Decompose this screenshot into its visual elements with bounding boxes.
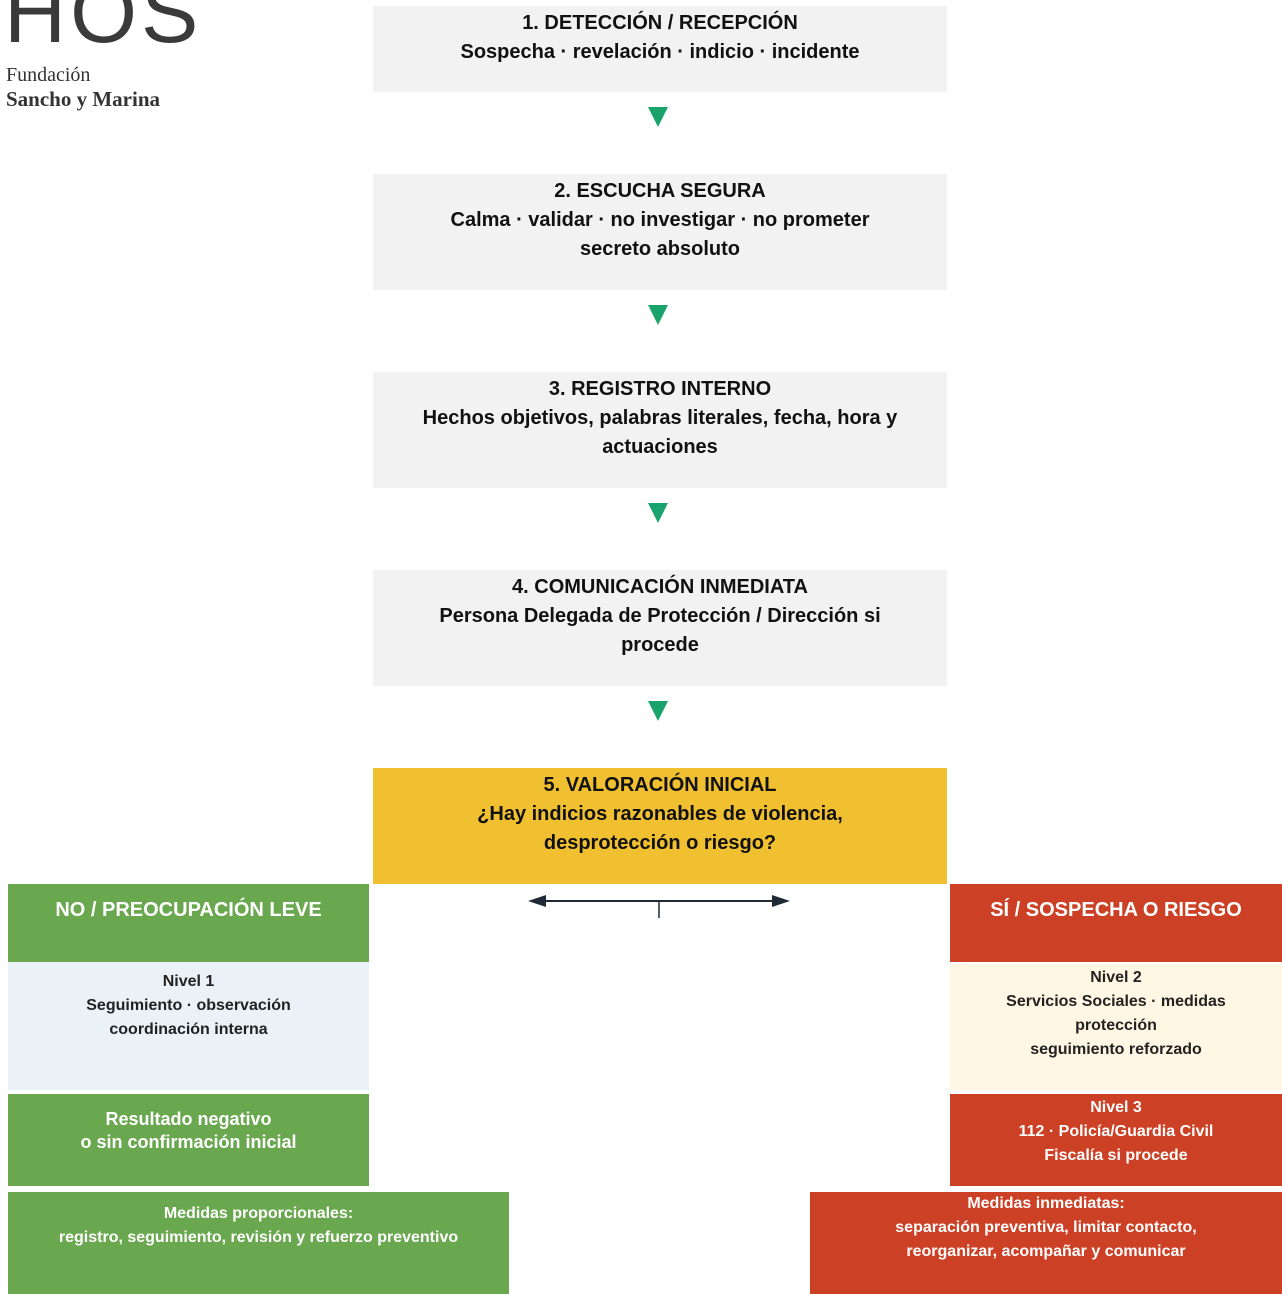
level-text: protección (1075, 1017, 1157, 1034)
level-text: Fiscalía si procede (1044, 1147, 1188, 1164)
step-text: Hechos objetivos, palabras literales, fe… (422, 407, 898, 429)
step-title: 1. DETECCIÓN / RECEPCIÓN (522, 12, 798, 34)
step-text: Calma · validar · no investigar · no pro… (450, 209, 870, 231)
negative-result-box: Resultado negativo o sin confirmación in… (8, 1094, 369, 1186)
step-text: Sospecha · revelación · indicio · incide… (460, 41, 860, 63)
measures-title: Medidas inmediatas: (967, 1195, 1125, 1212)
result-text: o sin confirmación inicial (80, 1132, 297, 1152)
step-title: 3. REGISTRO INTERNO (548, 378, 772, 400)
logo-foundation-text: Fundación (6, 64, 91, 86)
step-detection: 1. DETECCIÓN / RECEPCIÓN Sospecha · reve… (373, 6, 947, 92)
measures-text: separación preventiva, limitar contacto, (895, 1219, 1197, 1236)
branch-no-heading: NO / PREOCUPACIÓN LEVE (8, 884, 369, 962)
level-1-box: Nivel 1 Seguimiento · observación coordi… (8, 962, 369, 1090)
level-text: 112 · Policía/Guardia Civil (1018, 1123, 1214, 1140)
branch-heading-text: SÍ / SOSPECHA O RIESGO (990, 899, 1242, 921)
level-text: seguimiento reforzado (1030, 1041, 1202, 1058)
branch-heading-text: NO / PREOCUPACIÓN LEVE (55, 899, 322, 921)
step-text: secreto absoluto (579, 238, 741, 260)
arrow-down-icon (648, 701, 668, 721)
level-2-box: Nivel 2 Servicios Sociales · medidas pro… (950, 964, 1282, 1090)
level-text: coordinación interna (109, 1021, 268, 1038)
level-title: Nivel 3 (1090, 1099, 1142, 1116)
step-safe-listening: 2. ESCUCHA SEGURA Calma · validar · no i… (373, 174, 947, 290)
step-text: procede (621, 634, 699, 656)
step-initial-assessment: 5. VALORACIÓN INICIAL ¿Hay indicios razo… (373, 768, 947, 884)
branch-yes-heading: SÍ / SOSPECHA O RIESGO (950, 884, 1282, 962)
arrow-down-icon (648, 305, 668, 325)
measures-text: reorganizar, acompañar y comunicar (906, 1243, 1186, 1260)
measures-title: Medidas proporcionales: (163, 1205, 354, 1222)
proportional-measures-box: Medidas proporcionales: registro, seguim… (8, 1192, 509, 1294)
arrow-left-icon (528, 895, 546, 907)
step-text: Persona Delegada de Protección / Direcci… (439, 605, 881, 627)
step-text: actuaciones (602, 436, 718, 458)
level-title: Nivel 2 (1090, 969, 1142, 986)
step-internal-record: 3. REGISTRO INTERNO Hechos objetivos, pa… (373, 372, 947, 488)
immediate-measures-box: Medidas inmediatas: separación preventiv… (810, 1192, 1282, 1294)
arrow-down-icon (648, 107, 668, 127)
step-question: ¿Hay indicios razonables de violencia, (477, 803, 843, 825)
arrow-down-icon (648, 503, 668, 523)
measures-text: registro, seguimiento, revisión y refuer… (58, 1229, 459, 1246)
level-text: Seguimiento · observación (86, 997, 291, 1014)
step-immediate-communication: 4. COMUNICACIÓN INMEDIATA Persona Delega… (373, 570, 947, 686)
level-3-box: Nivel 3 112 · Policía/Guardia Civil Fisc… (950, 1094, 1282, 1186)
logo-name-text: Sancho y Marina (6, 87, 161, 111)
step-title: 2. ESCUCHA SEGURA (554, 180, 766, 202)
level-text: Servicios Sociales · medidas (1006, 993, 1226, 1010)
step-title: 5. VALORACIÓN INICIAL (543, 774, 777, 796)
result-text: Resultado negativo (105, 1109, 272, 1129)
step-question: desprotección o riesgo? (543, 832, 777, 854)
logo-mark: HOS (4, 0, 203, 61)
level-title: Nivel 1 (162, 973, 215, 990)
branch-connector (528, 895, 790, 918)
arrow-right-icon (772, 895, 790, 907)
step-title: 4. COMUNICACIÓN INMEDIATA (512, 576, 808, 598)
